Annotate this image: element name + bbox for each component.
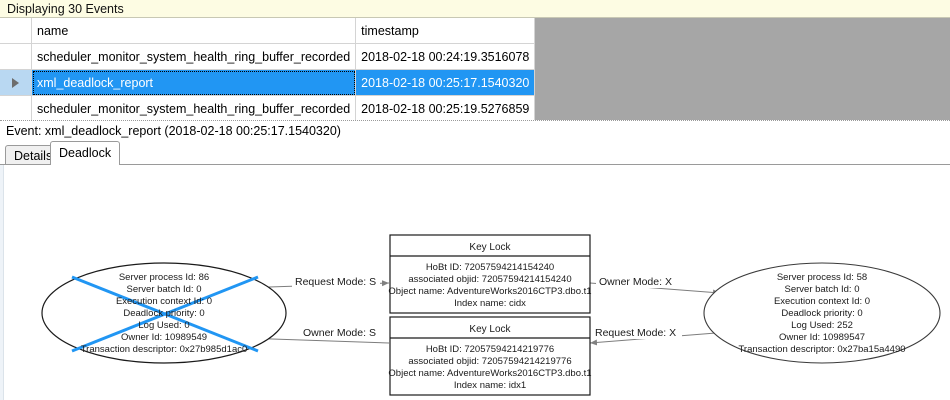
table-row[interactable]: scheduler_monitor_system_health_ring_buf… — [0, 43, 536, 70]
grid-header-timestamp[interactable]: timestamp — [355, 18, 536, 44]
grid-header-selector — [0, 18, 32, 44]
events-grid[interactable]: name timestamp scheduler_monitor_system_… — [0, 18, 536, 120]
cell-name[interactable]: scheduler_monitor_system_health_ring_buf… — [31, 43, 357, 70]
process-line: Server batch Id: 0 — [785, 284, 860, 295]
deadlock-graph-panel[interactable]: Request Mode: S Owner Mode: S Owner Mode… — [0, 164, 950, 400]
resource-node-key-lock-top[interactable]: Key Lock HoBt ID: 72057594214154240 asso… — [388, 234, 592, 314]
resource-title: Key Lock — [469, 242, 511, 253]
row-selector-cell[interactable] — [0, 43, 32, 70]
edge-label-text: Request Mode: S — [295, 276, 376, 288]
resource-title: Key Lock — [469, 324, 511, 335]
event-detail-title: Event: xml_deadlock_report (2018-02-18 0… — [6, 123, 341, 138]
process-line: Server process Id: 58 — [777, 272, 867, 283]
process-line: Owner Id: 10989549 — [121, 332, 207, 343]
process-node-right[interactable]: Server process Id: 58 Server batch Id: 0… — [703, 262, 941, 364]
resource-node-key-lock-bottom[interactable]: Key Lock HoBt ID: 72057594214219776 asso… — [388, 316, 592, 396]
row-selector-cell[interactable] — [0, 95, 32, 120]
edge-left-owner-label: Owner Mode: S — [300, 326, 384, 339]
process-line: Log Used: 252 — [791, 320, 853, 331]
process-line: Transaction descriptor: 0x27b985d1ac0 — [81, 344, 248, 355]
resource-line: Index name: idx1 — [454, 380, 526, 391]
resource-line: associated objid: 72057594214154240 — [408, 274, 571, 285]
process-line: Execution context Id: 0 — [116, 296, 212, 307]
edge-label-text: Request Mode: X — [595, 327, 676, 339]
cell-timestamp[interactable]: 2018-02-18 00:25:17.1540320 — [355, 69, 536, 96]
event-detail-header: Event: xml_deadlock_report (2018-02-18 0… — [0, 120, 950, 140]
process-line: Owner Id: 10989547 — [779, 332, 865, 343]
grid-header-row: name timestamp — [0, 18, 536, 44]
events-grid-container[interactable]: name timestamp scheduler_monitor_system_… — [0, 18, 950, 120]
process-line: Deadlock priority: 0 — [123, 308, 204, 319]
row-selector-cell[interactable] — [0, 69, 32, 96]
deadlock-graph-canvas[interactable]: Request Mode: S Owner Mode: S Owner Mode… — [0, 165, 950, 400]
table-row[interactable]: xml_deadlock_report 2018-02-18 00:25:17.… — [0, 69, 536, 96]
edge-right-owner-label: Owner Mode: X — [596, 275, 680, 288]
resource-line: associated objid: 72057594214219776 — [408, 356, 571, 367]
resource-line: HoBt ID: 72057594214154240 — [426, 262, 554, 273]
edge-label-text: Owner Mode: X — [599, 276, 672, 288]
grid-header-name[interactable]: name — [31, 18, 357, 44]
process-line: Transaction descriptor: 0x27ba15a4490 — [738, 344, 905, 355]
resource-line: Object name: AdventureWorks2016CTP3.dbo.… — [388, 286, 591, 297]
resource-line: Index name: cidx — [454, 298, 526, 309]
process-node-left[interactable]: Server process Id: 86 Server batch Id: 0… — [41, 262, 287, 364]
cell-name[interactable]: scheduler_monitor_system_health_ring_buf… — [31, 95, 357, 120]
events-count-label: Displaying 30 Events — [7, 1, 124, 16]
edge-left-request-label: Request Mode: S — [292, 275, 380, 288]
cell-name[interactable]: xml_deadlock_report — [31, 69, 357, 96]
victim-x-icon — [71, 275, 259, 353]
detail-tabstrip: Details Deadlock — [0, 140, 950, 165]
tab-deadlock[interactable]: Deadlock — [50, 141, 121, 165]
row-selector-arrow-icon — [12, 78, 19, 89]
cell-timestamp[interactable]: 2018-02-18 00:24:19.3516078 — [355, 43, 536, 70]
resource-line: Object name: AdventureWorks2016CTP3.dbo.… — [388, 368, 591, 379]
panel-left-rail — [0, 165, 4, 400]
process-line: Server batch Id: 0 — [127, 284, 202, 295]
process-line: Log Used: 0 — [138, 320, 189, 331]
edge-label-text: Owner Mode: S — [303, 327, 376, 339]
edge-right-request-label: Request Mode: X — [592, 326, 682, 339]
table-row[interactable]: scheduler_monitor_system_health_ring_buf… — [0, 95, 536, 120]
resource-line: HoBt ID: 72057594214219776 — [426, 344, 554, 355]
events-count-banner: Displaying 30 Events — [0, 0, 950, 18]
cell-timestamp[interactable]: 2018-02-18 00:25:19.5276859 — [355, 95, 536, 120]
process-line: Deadlock priority: 0 — [781, 308, 862, 319]
process-line: Execution context Id: 0 — [774, 296, 870, 307]
process-line: Server process Id: 86 — [119, 272, 209, 283]
